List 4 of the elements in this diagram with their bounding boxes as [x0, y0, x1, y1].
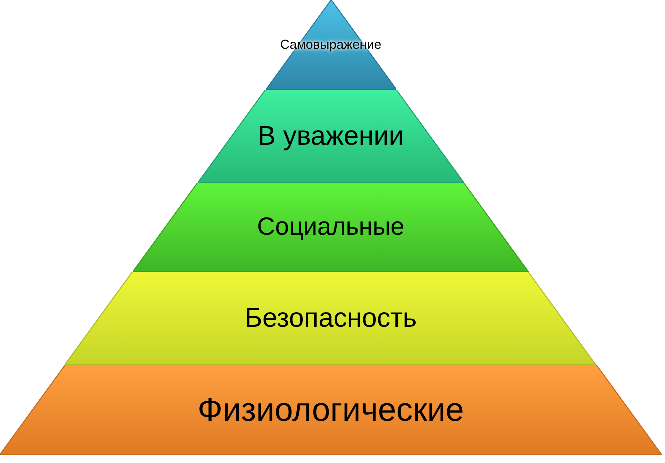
tier-label: Безопасность — [244, 302, 418, 335]
tier-label: Социальные — [257, 212, 405, 243]
tier-label: Физиологические — [198, 390, 464, 430]
tier-label: В уважении — [258, 120, 404, 153]
